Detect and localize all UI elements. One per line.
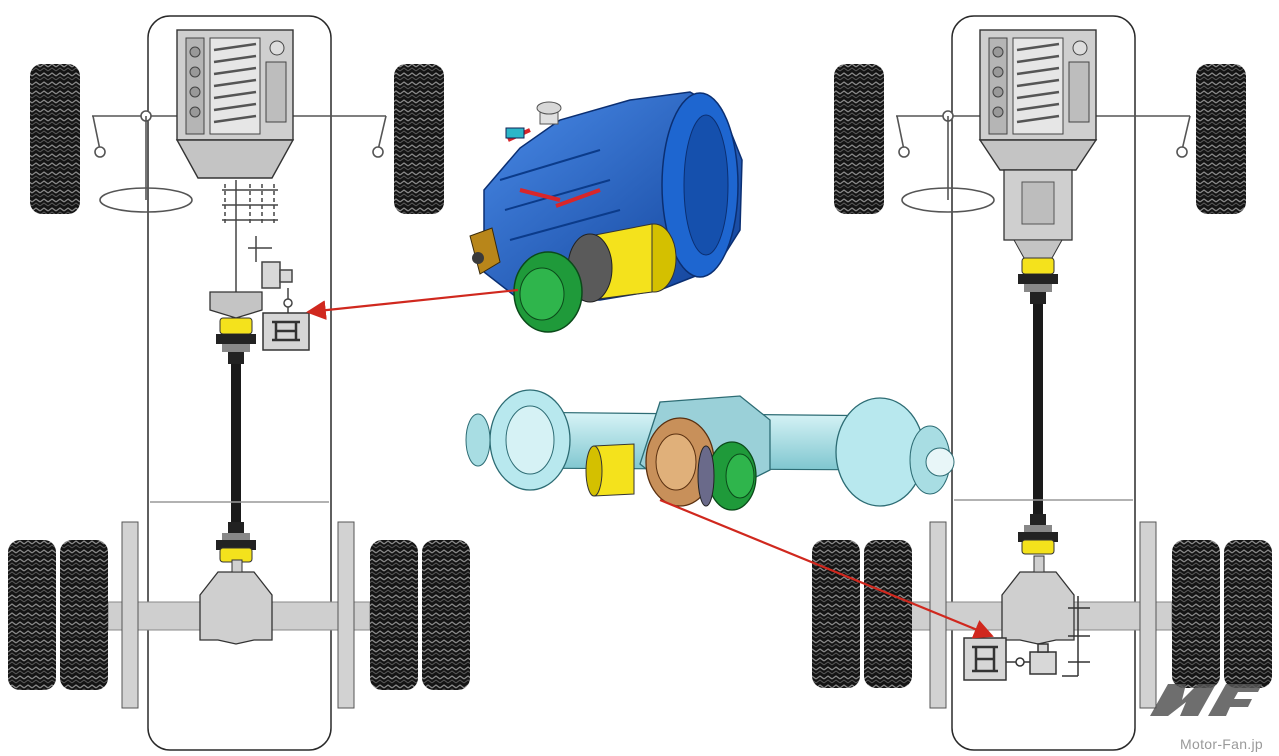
left-engine <box>175 29 295 179</box>
right-axle-retarder-schematic <box>1006 596 1090 677</box>
left-chassis-diagram <box>8 15 470 751</box>
left-chassis-frame <box>147 15 332 751</box>
left-rear-tire-inner-right <box>370 540 418 690</box>
drive-axle-render <box>465 389 955 511</box>
right-front-tire-right <box>1196 64 1246 214</box>
left-front-tire-right <box>394 64 444 214</box>
right-rear-tire-inner-left <box>864 540 912 688</box>
right-front-tire-left <box>834 64 884 214</box>
right-rear-tire-outer-left <box>812 540 860 688</box>
left-rear-axle <box>107 521 371 709</box>
left-rear-tire-outer-left <box>8 540 56 690</box>
arrow-axle-to-right-retarder <box>659 498 994 639</box>
watermark-text: Motor-Fan.jp <box>1180 736 1263 752</box>
right-rear-tire-inner-right <box>1172 540 1220 688</box>
left-gearbox-schematic <box>222 180 293 314</box>
left-gearbox-output <box>209 291 263 319</box>
right-propeller-shaft <box>1018 257 1058 555</box>
right-engine <box>978 29 1098 259</box>
right-retarder-box <box>963 637 1007 681</box>
left-front-tire-left <box>30 64 80 214</box>
right-rear-tire-outer-right <box>1224 540 1272 688</box>
arrow-transmission-to-left-retarder <box>306 288 519 320</box>
left-propeller-shaft <box>216 317 256 563</box>
right-chassis-frame <box>951 15 1136 751</box>
right-chassis-diagram <box>812 15 1272 751</box>
left-retarder-box <box>262 312 310 351</box>
motorfan-logo <box>1150 684 1262 716</box>
left-rear-tire-inner-left <box>60 540 108 690</box>
left-rear-tire-outer-right <box>422 540 470 690</box>
transmission-render <box>469 91 743 333</box>
